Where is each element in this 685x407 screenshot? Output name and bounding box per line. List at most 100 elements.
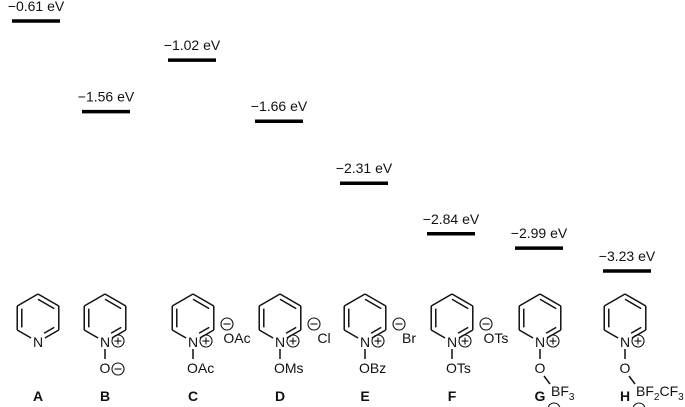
pyridine-ring (518, 293, 562, 339)
compound-id-label: A (33, 388, 43, 404)
nitrogen-label: N (188, 334, 198, 350)
double-bond (364, 298, 382, 310)
compound-id-label: C (188, 388, 198, 404)
compound-id-label: B (100, 388, 110, 404)
borate-subscript: 3 (678, 392, 684, 403)
o-b-bond (543, 375, 551, 385)
ring-bond (16, 293, 39, 307)
negative-charge-icon (220, 317, 234, 331)
ring-bond (44, 329, 60, 339)
nitrogen-label: N (447, 334, 457, 350)
ring-bond (16, 329, 32, 339)
ring-bond (364, 293, 387, 307)
double-bond (104, 298, 122, 310)
ring-bond (603, 293, 626, 307)
double-bond (285, 326, 297, 334)
ring-bond (258, 329, 274, 339)
negative-charge-icon (307, 317, 321, 331)
pyridine-ring (430, 293, 474, 339)
nitrogen-label: N (275, 334, 285, 350)
ring-bond (171, 293, 194, 307)
nitrogen-label: N (100, 334, 110, 350)
compound-id-label: G (535, 388, 546, 404)
ring-bond (539, 293, 562, 307)
pyridine-ring (16, 293, 60, 339)
pyridine-ring (171, 293, 215, 339)
compound-id-label: E (360, 388, 369, 404)
counter-anion-label: Br (402, 330, 416, 346)
ring-bond (430, 329, 446, 339)
positive-charge-icon (286, 334, 300, 348)
ring-bond (518, 329, 534, 339)
compound-id-label: D (275, 388, 285, 404)
double-bond (110, 326, 122, 334)
negative-charge-icon (392, 317, 406, 331)
ring-bond (451, 293, 474, 307)
pyridine-ring (83, 293, 127, 339)
pyridine-ring (603, 293, 647, 339)
ring-bond (603, 329, 619, 339)
nitrogen-label: N (33, 334, 43, 350)
ring-bond (624, 293, 647, 307)
double-bond (43, 326, 55, 334)
energy-level-F: −2.84 eV (423, 211, 480, 236)
positive-charge-icon (111, 334, 125, 348)
oxygen-label: O (620, 360, 631, 376)
double-bond (539, 298, 557, 310)
counter-anion-label: Cl (317, 330, 330, 346)
substituent-label: OBz (359, 360, 386, 376)
pyridine-ring (258, 293, 302, 339)
negative-charge-icon (111, 362, 125, 376)
energy-level-H: −3.23 eV (599, 248, 656, 273)
oxygen-label: O (100, 360, 111, 376)
negative-charge-icon (479, 317, 493, 331)
energy-level-label: −0.61 eV (8, 0, 65, 14)
energy-level-A: −0.61 eV (8, 0, 65, 23)
positive-charge-icon (631, 334, 645, 348)
double-bond (624, 298, 642, 310)
double-bond (279, 298, 297, 310)
double-bond (370, 326, 382, 334)
energy-level-label: −1.56 eV (78, 89, 135, 105)
double-bond (37, 298, 55, 310)
borate-subscript: 2 (654, 392, 660, 403)
molecule-B: NOB (83, 293, 127, 404)
borate-part: BF (636, 383, 654, 399)
double-bond (545, 326, 557, 334)
compound-id-label: H (620, 388, 630, 404)
energy-level-label: −3.23 eV (599, 248, 656, 264)
negative-charge-icon (632, 402, 646, 407)
ring-bond (83, 329, 99, 339)
double-bond (457, 326, 469, 334)
ring-bond (37, 293, 60, 307)
energy-level-label: −2.99 eV (511, 225, 568, 241)
energy-level-label: −1.66 eV (251, 98, 308, 114)
pyridine-ring (343, 293, 387, 339)
energy-level-label: −2.84 eV (423, 211, 480, 227)
ring-bond (258, 293, 281, 307)
energy-level-label: −2.31 eV (336, 160, 393, 176)
energy-level-D: −1.66 eV (251, 98, 308, 123)
energy-level-B: −1.56 eV (78, 89, 135, 114)
positive-charge-icon (458, 334, 472, 348)
ring-bond (83, 293, 106, 307)
positive-charge-icon (546, 334, 560, 348)
positive-charge-icon (199, 334, 213, 348)
ring-bond (518, 293, 541, 307)
double-bond (192, 298, 210, 310)
ring-bond (171, 329, 187, 339)
counter-anion-label: OAc (223, 330, 250, 346)
ring-bond (430, 293, 453, 307)
energy-level-E: −2.31 eV (336, 160, 393, 185)
negative-charge-icon (547, 402, 561, 407)
o-b-bond (628, 375, 636, 385)
ring-bond (104, 293, 127, 307)
nitrogen-label: N (620, 334, 630, 350)
double-bond (198, 326, 210, 334)
